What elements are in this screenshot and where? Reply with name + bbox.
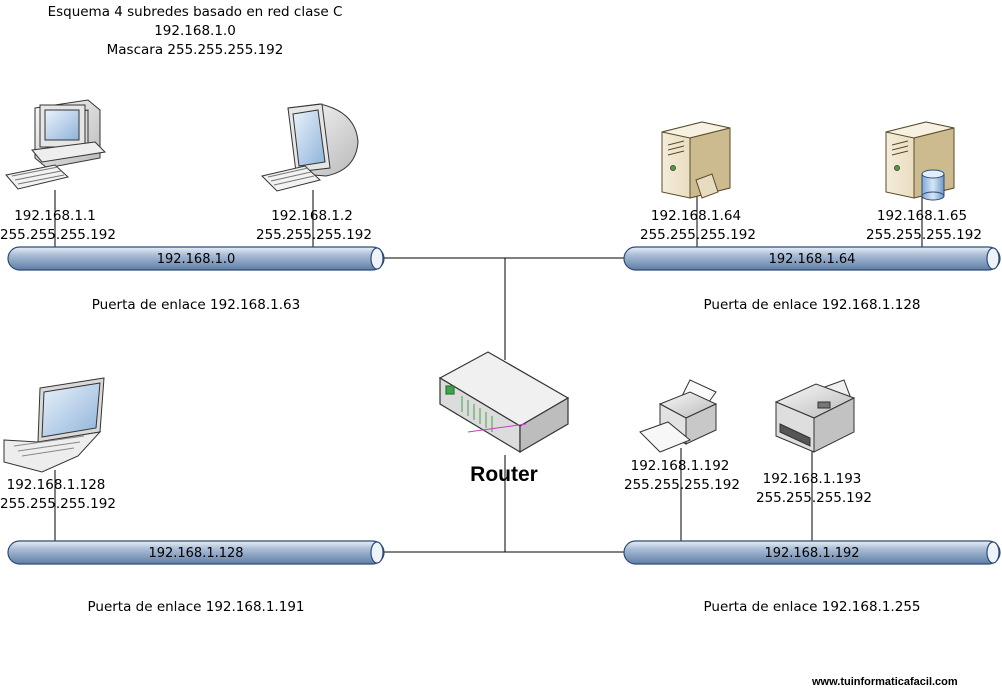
laptop-icon xyxy=(3,377,105,473)
device-ip: 192.168.1.192 xyxy=(630,458,730,474)
laser-printer-icon xyxy=(774,379,856,453)
file-server-icon xyxy=(661,121,731,199)
device-mask: 255.255.255.192 xyxy=(256,227,372,243)
bus-subnet-192 xyxy=(623,540,1001,565)
device-ip: 192.168.1.193 xyxy=(762,471,862,487)
device-label-192-168-1-128: 192.168.1.128 255.255.255.192 xyxy=(0,476,116,514)
router-links xyxy=(384,257,628,553)
device-ip: 192.168.1.128 xyxy=(6,477,106,493)
site-url: www.tuinformaticafacil.com xyxy=(812,676,958,688)
bus-label-subnet-192: 192.168.1.192 xyxy=(764,546,859,561)
crt-workstation-icon xyxy=(261,103,359,192)
device-label-192-168-1-193: 192.168.1.193 255.255.255.192 xyxy=(756,470,872,508)
bus-label-subnet-128: 192.168.1.128 xyxy=(148,546,243,561)
device-mask: 255.255.255.192 xyxy=(640,227,756,243)
database-server-icon xyxy=(885,121,955,201)
device-ip: 192.168.1.65 xyxy=(876,208,968,224)
device-label-192-168-1-2: 192.168.1.2 255.255.255.192 xyxy=(256,207,372,245)
device-ip: 192.168.1.64 xyxy=(650,208,742,224)
title-line-2: 192.168.1.0 xyxy=(154,23,236,39)
device-ip: 192.168.1.1 xyxy=(14,208,96,224)
device-mask: 255.255.255.192 xyxy=(866,227,982,243)
device-label-192-168-1-64: 192.168.1.64 255.255.255.192 xyxy=(640,207,756,245)
diagram-title: Esquema 4 subredes basado en red clase C… xyxy=(0,3,390,60)
bus-subnet-0 xyxy=(7,246,385,271)
bus-subnet-64 xyxy=(623,246,1001,271)
gateway-label-subnet-192: Puerta de enlace 192.168.1.255 xyxy=(703,599,921,615)
gateway-label-subnet-64: Puerta de enlace 192.168.1.128 xyxy=(703,297,921,313)
title-line-1: Esquema 4 subredes basado en red clase C xyxy=(47,4,343,20)
device-mask: 255.255.255.192 xyxy=(0,496,116,512)
bus-label-subnet-64: 192.168.1.64 xyxy=(769,252,856,267)
bus-subnet-128 xyxy=(7,540,385,565)
device-drop-lines xyxy=(54,190,923,544)
device-mask: 255.255.255.192 xyxy=(624,477,740,493)
bus-label-subnet-0: 192.168.1.0 xyxy=(157,252,236,267)
device-mask: 255.255.255.192 xyxy=(0,227,116,243)
device-label-192-168-1-192: 192.168.1.192 255.255.255.192 xyxy=(624,457,740,495)
device-mask: 255.255.255.192 xyxy=(756,490,872,506)
device-ip: 192.168.1.2 xyxy=(271,208,353,224)
fax-printer-icon xyxy=(639,379,718,453)
gateway-label-subnet-128: Puerta de enlace 192.168.1.191 xyxy=(87,599,305,615)
device-label-192-168-1-65: 192.168.1.65 255.255.255.192 xyxy=(866,207,982,245)
router-icon xyxy=(438,351,570,454)
router-label: Router xyxy=(470,463,538,486)
gateway-label-subnet-0: Puerta de enlace 192.168.1.63 xyxy=(91,297,301,313)
desktop-computer-icon xyxy=(5,99,107,190)
title-line-3: Mascara 255.255.255.192 xyxy=(106,42,284,58)
device-label-192-168-1-1: 192.168.1.1 255.255.255.192 xyxy=(0,207,116,245)
